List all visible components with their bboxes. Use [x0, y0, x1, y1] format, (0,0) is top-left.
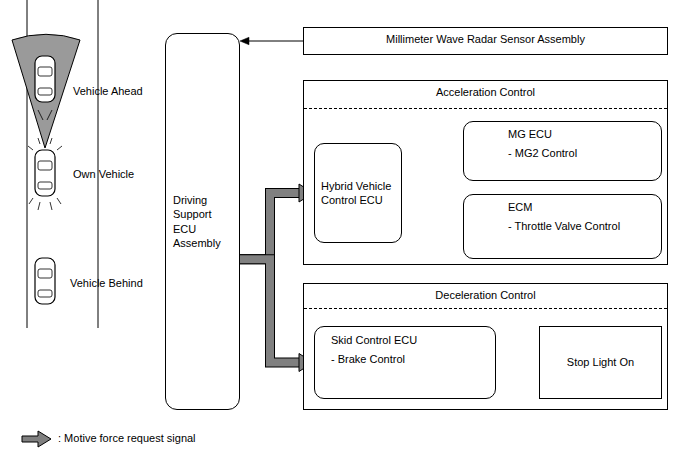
node-detail: - Brake Control	[331, 352, 405, 366]
node-detail: - MG2 Control	[508, 146, 577, 160]
vehicle-label: Own Vehicle	[73, 168, 134, 181]
signal-line	[248, 41, 303, 42]
thick-arrow-sample	[20, 430, 54, 448]
ecu-box: MG ECU - MG2 Control	[463, 121, 662, 181]
node-title: Driving Support ECU Assembly	[173, 193, 235, 250]
node-title: Hybrid Vehicle Control ECU	[321, 179, 397, 208]
control-region: Acceleration ControlHybrid Vehicle Contr…	[303, 80, 668, 265]
node-title: Millimeter Wave Radar Sensor Assembly	[386, 32, 585, 46]
ecu-box: Hybrid Vehicle Control ECU	[314, 143, 402, 243]
arrow-head	[240, 37, 249, 45]
ecu-box: ECM - Throttle Valve Control	[463, 194, 662, 259]
node-title: MG ECU	[508, 127, 552, 141]
node-title: Acceleration Control	[436, 85, 535, 99]
vehicle-label: Vehicle Behind	[70, 277, 143, 290]
ecu-box: Stop Light On	[539, 326, 662, 399]
control-region: Deceleration ControlSkid Control ECU - Br…	[303, 283, 668, 410]
ecu-box: Driving Support ECU Assembly	[165, 33, 240, 410]
node-detail: - Throttle Valve Control	[508, 219, 620, 233]
motive-force-outline	[240, 193, 301, 259]
vehicle-label: Vehicle Ahead	[73, 85, 143, 98]
node-title: ECM	[508, 200, 532, 214]
dashed-divider	[304, 308, 667, 309]
node-title: Skid Control ECU	[331, 333, 417, 347]
node-title: Stop Light On	[567, 355, 634, 369]
motive-force-signal	[240, 193, 301, 259]
node-title: Deceleration Control	[435, 288, 535, 302]
legend-text: : Motive force request signal	[58, 432, 196, 445]
dashed-divider	[304, 108, 667, 109]
motive-force-signal	[240, 259, 301, 362]
motive-force-outline	[240, 259, 301, 362]
ecu-box: Skid Control ECU - Brake Control	[314, 326, 496, 399]
ecu-box: Millimeter Wave Radar Sensor Assembly	[303, 27, 668, 55]
